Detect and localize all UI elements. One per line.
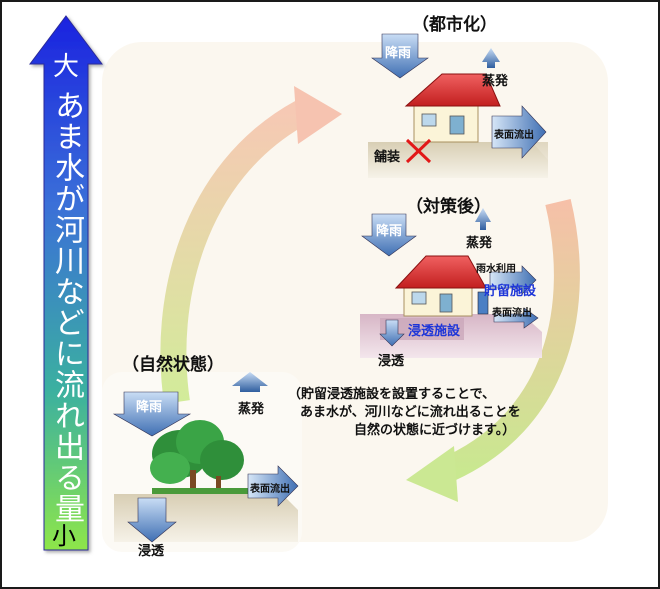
note-line-2: あま水が、河川などに流れ出ることを bbox=[300, 405, 521, 420]
natural-runoff-label: 表面流出 bbox=[250, 484, 290, 495]
urban-pavement-label: 舗装 bbox=[374, 150, 401, 165]
urban-evaporation-label: 蒸発 bbox=[482, 74, 509, 89]
natural-title: （自然状態） bbox=[122, 355, 224, 375]
cycle-arrow-left bbox=[160, 86, 342, 404]
natural-rain-label: 降雨 bbox=[136, 400, 163, 415]
after-infiltration-label: 浸透 bbox=[378, 354, 405, 369]
after-rain-label: 降雨 bbox=[376, 224, 403, 239]
urban-rain-label: 降雨 bbox=[385, 46, 412, 61]
scale-arrow bbox=[29, 15, 103, 551]
after-infiltration-facility-label: 浸透施設 bbox=[408, 324, 461, 339]
after-scene bbox=[360, 208, 542, 358]
after-evaporation-label: 蒸発 bbox=[466, 236, 493, 251]
after-title: （対策後） bbox=[406, 197, 491, 217]
after-storage-label: 貯留施設 bbox=[484, 284, 537, 299]
urban-runoff-label: 表面流出 bbox=[494, 130, 534, 141]
natural-infiltration-label: 浸透 bbox=[138, 544, 165, 559]
cycle-arrow-right bbox=[406, 198, 580, 502]
scale-big-label: 大 bbox=[53, 52, 80, 82]
note-line-1: （貯留浸透施設を設置することで、 bbox=[288, 387, 496, 402]
after-rain-use-label: 雨水利用 bbox=[476, 264, 516, 275]
natural-evaporation-label: 蒸発 bbox=[238, 402, 265, 417]
explanation-note: （貯留浸透施設を設置することで、 あま水が、河川などに流れ出ることを 自然の状態… bbox=[288, 386, 521, 440]
urban-scene bbox=[368, 33, 548, 178]
urban-title: （都市化） bbox=[412, 15, 497, 35]
scale-small-label: 小 bbox=[52, 522, 76, 550]
note-line-3: 自然の状態に近づけます。） bbox=[354, 423, 516, 438]
scale-axis-label: あま水が河川などに流れ出る量 bbox=[49, 90, 84, 524]
after-runoff-label: 表面流出 bbox=[492, 308, 532, 319]
natural-scene bbox=[112, 372, 299, 543]
